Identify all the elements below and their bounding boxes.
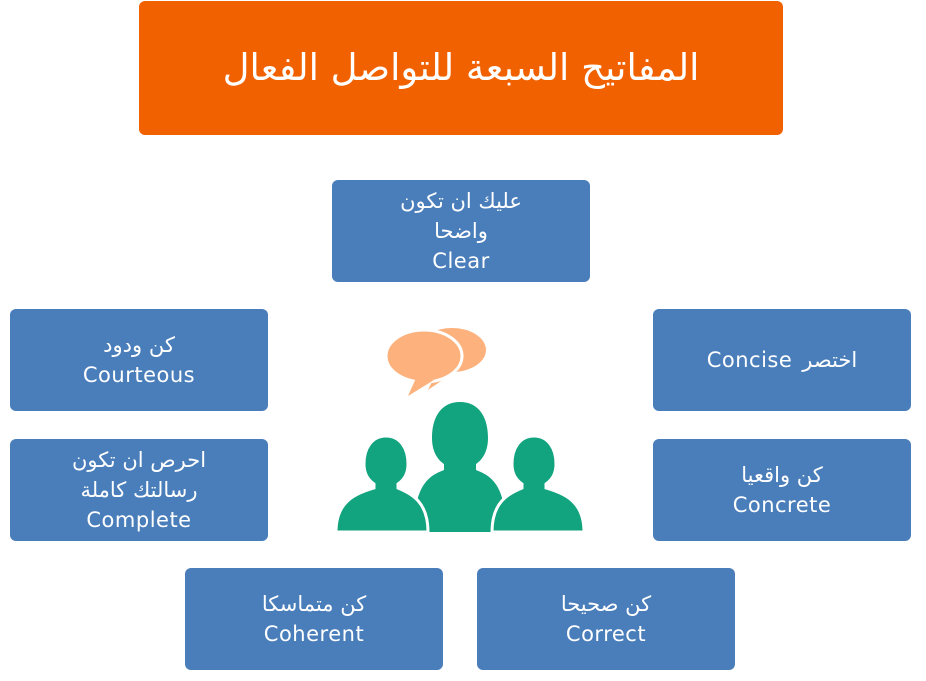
key-label-english: Coherent — [263, 622, 365, 646]
key-box-complete: احرص ان تكون رسالتك كاملة Complete — [10, 439, 268, 541]
key-label-arabic: كن متماسكا — [261, 592, 367, 616]
key-box-concrete: كن واقعيا Concrete — [653, 439, 911, 541]
key-label-english: Courteous — [82, 363, 196, 387]
key-label-arabic: احرص ان تكون رسالتك كاملة — [71, 448, 207, 502]
key-label-arabic: اختصر — [802, 348, 858, 372]
title-banner: المفاتيح السبعة للتواصل الفعال — [139, 1, 783, 135]
person-right-icon — [490, 434, 586, 532]
key-label-english: Complete — [86, 508, 192, 532]
key-box-coherent: كن متماسكا Coherent — [185, 568, 443, 670]
key-label-arabic: كن ودود — [103, 333, 175, 357]
person-center-icon — [414, 402, 506, 532]
key-box-courteous: كن ودود Courteous — [10, 309, 268, 411]
key-box-clear: عليك ان تكون واضحا Clear — [332, 180, 590, 282]
speech-bubbles-icon — [384, 328, 486, 396]
key-label-english: Concrete — [732, 493, 832, 517]
key-label-english: Correct — [565, 622, 647, 646]
diagram-title: المفاتيح السبعة للتواصل الفعال — [222, 46, 700, 89]
key-label-english: Clear — [432, 249, 490, 273]
person-left-icon — [334, 434, 430, 532]
key-box-correct: كن صحيحا Correct — [477, 568, 735, 670]
key-box-concise: Concise اختصر — [653, 309, 911, 411]
key-label-english: Concise — [706, 348, 793, 372]
key-label-arabic: كن صحيحا — [560, 592, 652, 616]
people-communication-icon — [334, 328, 586, 532]
key-label-arabic: عليك ان تكون واضحا — [400, 189, 522, 243]
key-label-arabic: كن واقعيا — [741, 463, 823, 487]
